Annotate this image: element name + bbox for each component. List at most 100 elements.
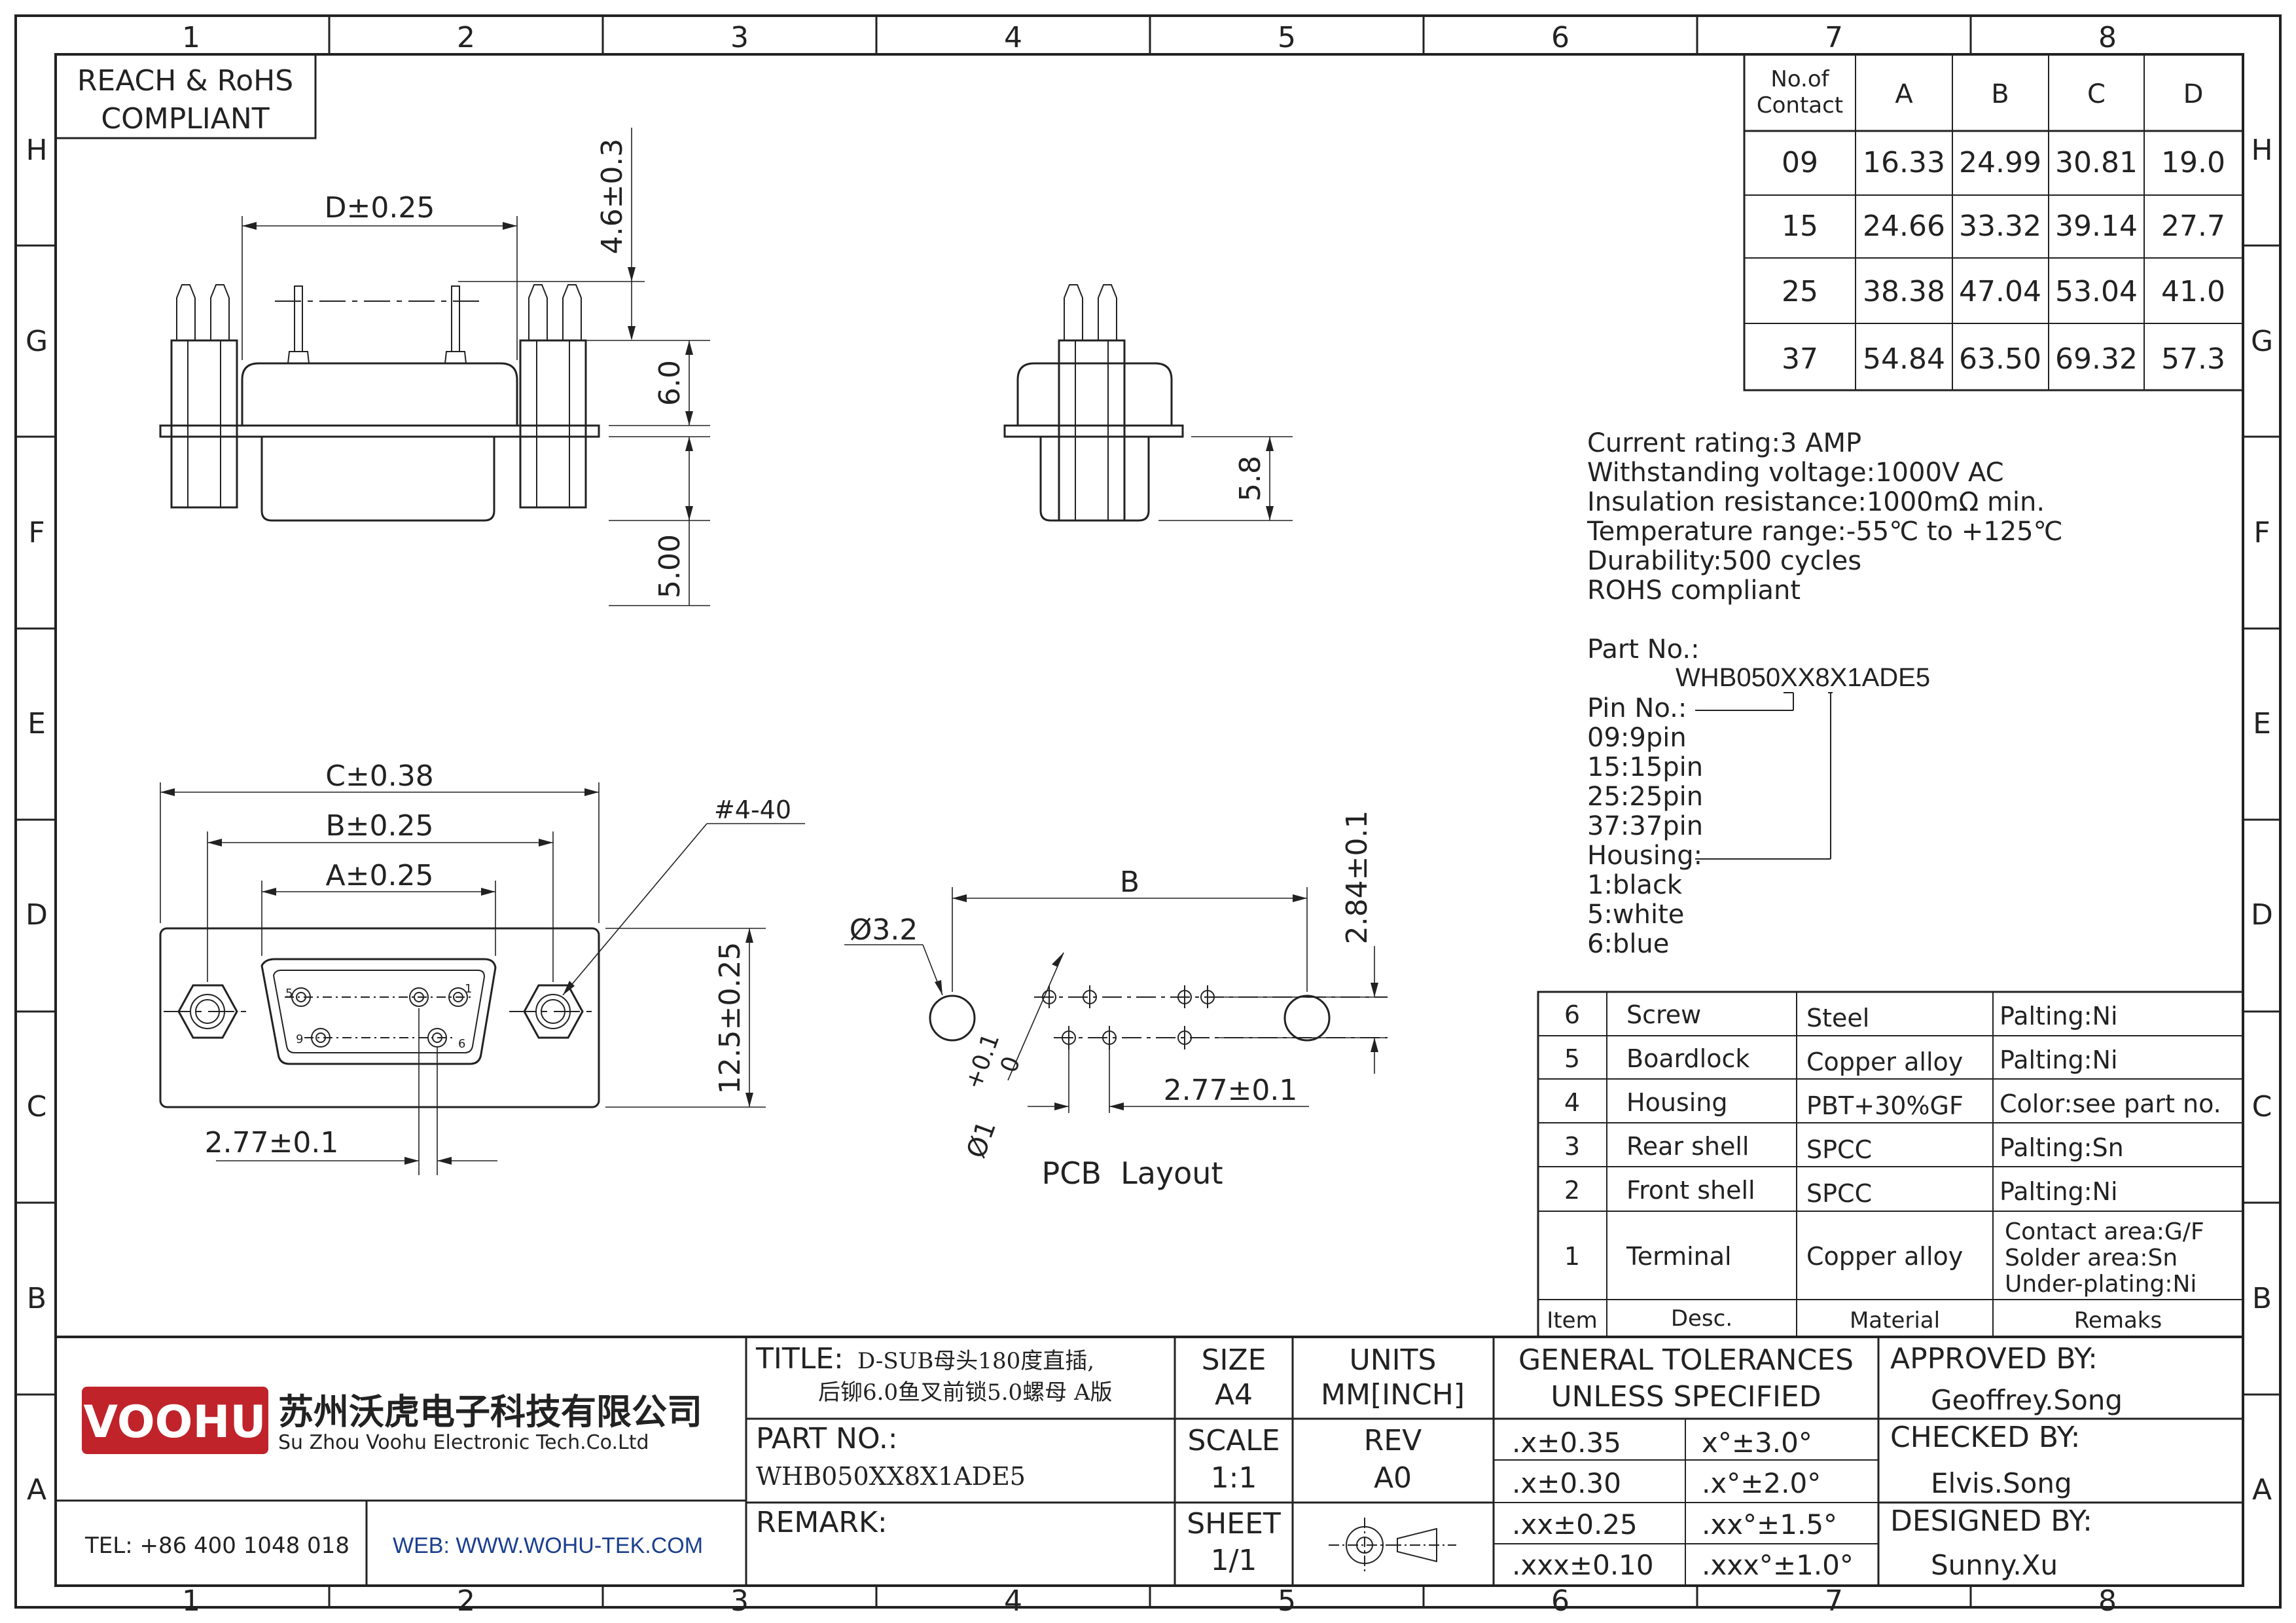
svg-text:WHB050XX8X1ADE5: WHB050XX8X1ADE5: [1676, 663, 1930, 692]
svg-text:SIZE: SIZE: [1202, 1343, 1266, 1377]
svg-text:Boardlock: Boardlock: [1626, 1044, 1749, 1073]
svg-text:CHECKED BY:: CHECKED BY:: [1890, 1421, 2081, 1454]
svg-text:12.5±0.25: 12.5±0.25: [713, 942, 747, 1095]
svg-text:4.6±0.3: 4.6±0.3: [596, 139, 629, 255]
svg-text:REV: REV: [1364, 1424, 1422, 1457]
svg-text:A±0.25: A±0.25: [326, 859, 434, 892]
svg-text:7: 7: [1825, 21, 1843, 54]
svg-text:25: 25: [1782, 275, 1818, 308]
zone-labels-bottom: 1 2 3 4 5 6 7 8: [182, 1584, 2117, 1618]
svg-text:1:1: 1:1: [1211, 1461, 1257, 1495]
svg-text:63.50: 63.50: [1959, 342, 2041, 376]
svg-text:.xxx°±1.0°: .xxx°±1.0°: [1702, 1549, 1854, 1581]
svg-text:2.84±0.1: 2.84±0.1: [1340, 811, 1374, 945]
svg-text:09: 09: [1782, 146, 1818, 179]
svg-text:Insulation resistance:1000mΩ m: Insulation resistance:1000mΩ min.: [1587, 487, 2045, 517]
svg-text:Remaks: Remaks: [2074, 1307, 2162, 1334]
svg-text:.xx±0.25: .xx±0.25: [1512, 1508, 1638, 1541]
svg-text:D±0.25: D±0.25: [325, 191, 435, 225]
svg-text:#4-40: #4-40: [714, 795, 791, 824]
end-view-dimensions: 5.8: [1158, 436, 1293, 521]
svg-text:1: 1: [182, 1584, 200, 1618]
svg-text:Palting:Ni: Palting:Ni: [2000, 1002, 2118, 1030]
svg-text:54.84: 54.84: [1863, 342, 1945, 376]
svg-text:WHB050XX8X1ADE5: WHB050XX8X1ADE5: [756, 1462, 1026, 1491]
svg-text:Copper alloy: Copper alloy: [1806, 1048, 1963, 1076]
svg-text:Color:see part no.: Color:see part no.: [2000, 1089, 2221, 1118]
svg-text:Item: Item: [1547, 1307, 1597, 1334]
svg-text:Terminal: Terminal: [1626, 1242, 1732, 1271]
svg-text:REMARK:: REMARK:: [756, 1506, 888, 1539]
svg-text:.xxx±0.10: .xxx±0.10: [1512, 1549, 1654, 1581]
svg-text:Pin No.:: Pin No.:: [1587, 693, 1687, 723]
svg-text:A: A: [27, 1473, 46, 1506]
svg-text:7: 7: [1825, 1584, 1843, 1618]
svg-text:6: 6: [458, 1037, 465, 1051]
svg-text:Under-plating:Ni: Under-plating:Ni: [2005, 1271, 2197, 1298]
svg-text:VOOHU: VOOHU: [83, 1396, 266, 1448]
svg-text:37:37pin: 37:37pin: [1587, 811, 1703, 841]
svg-text:后铆6.0鱼叉前锁5.0螺母 A版: 后铆6.0鱼叉前锁5.0螺母 A版: [818, 1379, 1113, 1406]
svg-text:4: 4: [1004, 21, 1022, 54]
svg-text:5.8: 5.8: [1234, 456, 1267, 501]
svg-text:SPCC: SPCC: [1806, 1179, 1872, 1208]
svg-text:24.66: 24.66: [1863, 210, 1945, 243]
svg-text:47.04: 47.04: [1959, 275, 2041, 308]
outer-border: [14, 14, 2282, 1609]
svg-text:9: 9: [296, 1032, 303, 1046]
projection-symbol: [1329, 1518, 1456, 1573]
svg-text:2.77±0.1: 2.77±0.1: [1164, 1074, 1298, 1107]
svg-text:53.04: 53.04: [2055, 275, 2138, 308]
svg-text:DESIGNED BY:: DESIGNED BY:: [1890, 1504, 2092, 1538]
part-number-key: Part No.: WHB050XX8X1ADE5 Pin No.: 09:9p…: [1587, 634, 1930, 959]
svg-text:Solder area:Sn: Solder area:Sn: [2005, 1245, 2178, 1271]
svg-text:TITLE:: TITLE:: [755, 1342, 844, 1376]
svg-text:Durability:500 cycles: Durability:500 cycles: [1587, 546, 1861, 576]
svg-text:UNITS: UNITS: [1350, 1343, 1437, 1377]
svg-text:6: 6: [1551, 21, 1570, 54]
svg-text:F: F: [28, 516, 45, 549]
side-view-drawing: [159, 284, 600, 522]
svg-text:Withstanding voltage:1000V AC: Withstanding voltage:1000V AC: [1587, 458, 2004, 488]
svg-text:1/1: 1/1: [1211, 1544, 1257, 1577]
title-block: [56, 1336, 2243, 1586]
svg-text:D: D: [2251, 898, 2273, 932]
svg-text:Desc.: Desc.: [1671, 1305, 1732, 1332]
svg-text:Copper alloy: Copper alloy: [1806, 1242, 1963, 1271]
svg-text:5:white: 5:white: [1587, 900, 1684, 930]
svg-text:D: D: [2183, 79, 2204, 109]
svg-text:Palting:Ni: Palting:Ni: [2000, 1046, 2118, 1074]
svg-text:PART NO.:: PART NO.:: [756, 1422, 898, 1455]
website: WEB: WWW.WOHU-TEK.COM: [393, 1533, 703, 1558]
svg-text:G: G: [26, 325, 48, 358]
svg-text:E: E: [27, 707, 46, 740]
svg-text:COMPLIANT: COMPLIANT: [101, 102, 269, 136]
company-name-cn: 苏州沃虎电子科技有限公司: [278, 1391, 702, 1432]
svg-text:39.14: 39.14: [2055, 210, 2138, 243]
bom-table: 6 Screw Steel Palting:Ni 5 Boardlock Cop…: [1537, 991, 2244, 1338]
svg-text:SHEET: SHEET: [1187, 1507, 1281, 1541]
svg-text:3: 3: [730, 1584, 749, 1618]
svg-text:Ø1: Ø1: [961, 1117, 1002, 1162]
svg-text:Housing: Housing: [1626, 1088, 1727, 1117]
front-view-dimensions: C±0.38 B±0.25 A±0.25 #4-40 12.5±0.25: [160, 759, 805, 1175]
svg-text:09:9pin: 09:9pin: [1587, 723, 1687, 753]
telephone: TEL: +86 400 1048 018: [84, 1533, 350, 1559]
svg-text:19.0: 19.0: [2161, 146, 2225, 179]
svg-text:Temperature range:-55℃ to +125: Temperature range:-55℃ to +125℃: [1587, 517, 2063, 547]
pcb-layout-dimensions: B Ø3.2 2.84±0.1 2.77±0.1 Ø1 +0.1 0 PCB L…: [844, 811, 1388, 1191]
svg-text:SPCC: SPCC: [1806, 1135, 1872, 1164]
svg-text:A: A: [1895, 79, 1913, 109]
svg-text:4: 4: [1004, 1584, 1022, 1618]
svg-text:REACH & RoHS: REACH & RoHS: [77, 64, 293, 98]
svg-text:Elvis.Song: Elvis.Song: [1931, 1467, 2072, 1499]
svg-text:5: 5: [1278, 1584, 1296, 1618]
svg-text:Geoffrey.Song: Geoffrey.Song: [1931, 1384, 2123, 1416]
svg-text:38.38: 38.38: [1863, 275, 1945, 308]
svg-text:Steel: Steel: [1806, 1004, 1869, 1032]
svg-text:Contact: Contact: [1757, 92, 1843, 119]
svg-text:.x±0.35: .x±0.35: [1512, 1427, 1621, 1459]
svg-text:C±0.38: C±0.38: [325, 759, 434, 793]
svg-text:G: G: [2251, 325, 2273, 358]
company-name-en: Su Zhou Voohu Electronic Tech.Co.Ltd: [278, 1431, 649, 1454]
